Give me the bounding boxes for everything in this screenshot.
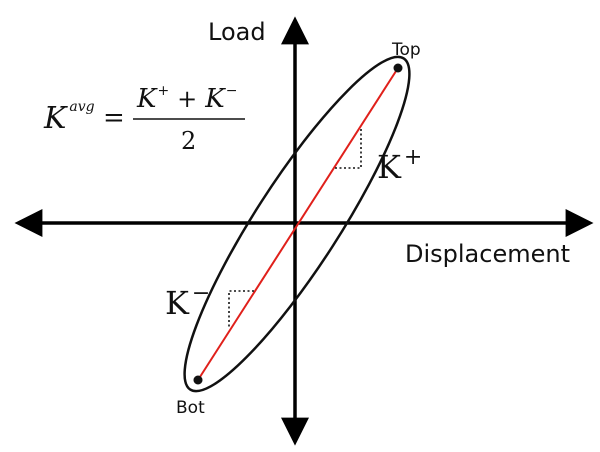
secant-line — [197, 67, 399, 381]
k-minus-label: K− — [165, 281, 210, 322]
hysteresis-loop — [183, 55, 411, 393]
top-label: Top — [391, 40, 421, 60]
formula-denominator: 2 — [181, 127, 196, 155]
formula-equals: = — [103, 103, 125, 133]
formula-numerator: K++K− — [136, 83, 237, 114]
y-axis-label: Load — [208, 18, 266, 46]
x-axis-label: Displacement — [405, 240, 570, 268]
bottom-point — [193, 375, 203, 385]
bottom-label: Bot — [176, 398, 205, 418]
k-plus-label: K+ — [377, 145, 422, 186]
top-point — [393, 63, 403, 73]
k-minus-triangle — [228, 290, 254, 329]
k-plus-triangle — [335, 129, 362, 169]
